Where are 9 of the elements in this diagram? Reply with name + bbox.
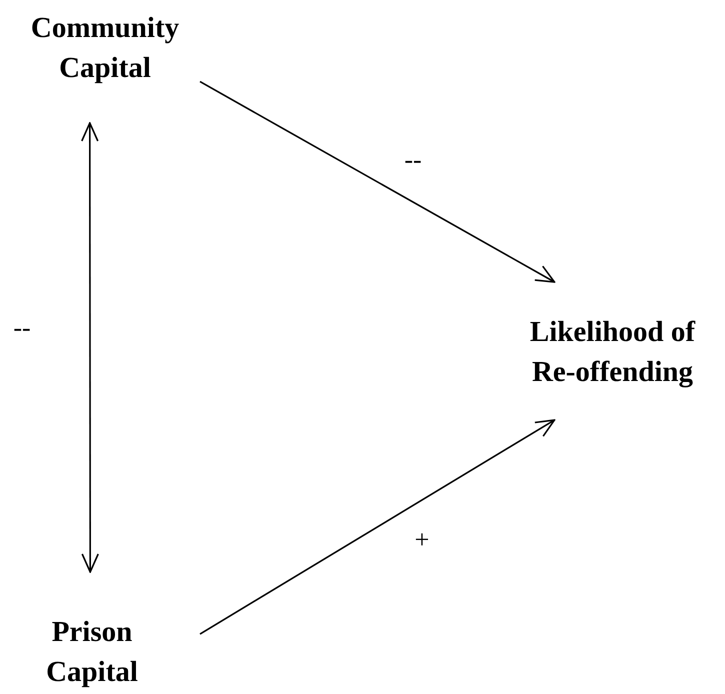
arrow	[81, 122, 99, 573]
edge-label: --	[404, 145, 422, 175]
arrow	[200, 80, 556, 283]
node-label: Likelihood of Re-offending	[528, 315, 696, 390]
edge-label: --	[13, 313, 31, 343]
edge-label: +	[414, 525, 430, 555]
node-label: Community Capital	[30, 11, 180, 86]
node-label: Prison Capital	[45, 615, 139, 690]
arrow	[200, 419, 556, 635]
